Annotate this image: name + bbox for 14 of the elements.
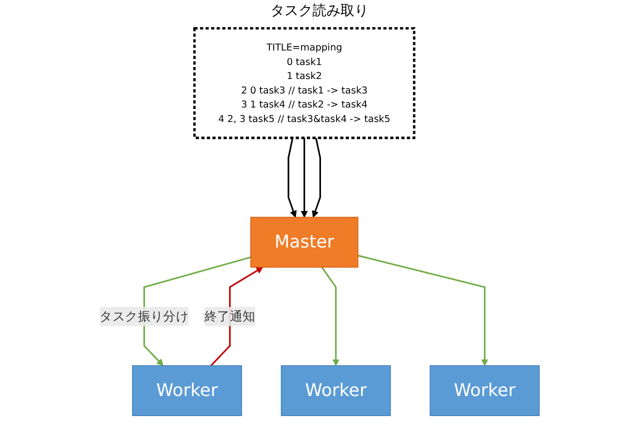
node-box: Worker [132, 365, 242, 416]
arrow [300, 138, 308, 218]
arrow [321, 266, 340, 366]
arrow [358, 254, 488, 366]
node-box: Worker [430, 365, 540, 416]
edge-label: タスク振り分け [100, 308, 189, 324]
node-box: TITLE=mapping 0 task1 1 task2 2 0 task3 // task1 -> task3 3 1 task4 // task2 -> task4 4 2, 3 task5 // task3&task4 -> task5 [193, 27, 416, 140]
node-box: Master [250, 216, 358, 268]
node-box: Worker [280, 365, 391, 416]
arrow [143, 256, 251, 366]
arrow [288, 138, 297, 218]
edge-label: 終了通知 [204, 308, 256, 324]
arrow [312, 138, 321, 218]
note-text: タスク読み取り [270, 3, 368, 19]
